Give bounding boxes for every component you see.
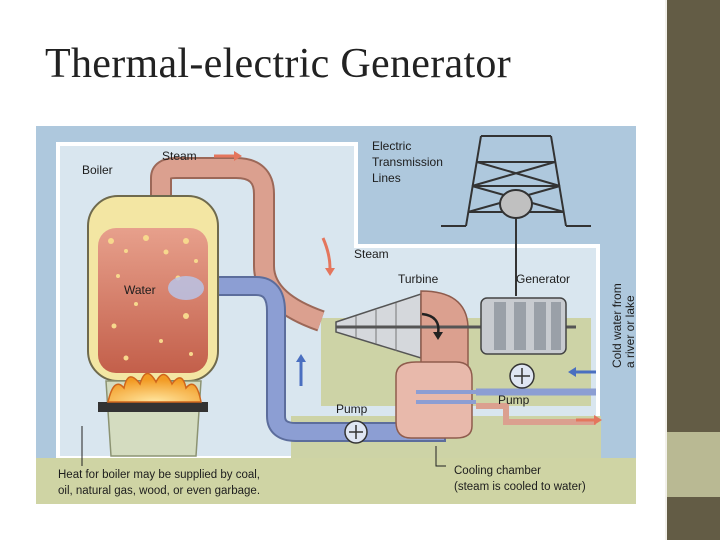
label-electric-line3: Lines: [372, 171, 401, 185]
cooling-chamber: [395, 361, 476, 439]
leader-lines: [81, 426, 446, 467]
label-pump-right: Pump: [498, 393, 530, 407]
transmission-tower: [441, 135, 591, 296]
side-accent-block: [667, 432, 720, 497]
turbine-rotation-arrow-icon: [421, 312, 443, 340]
warm-water-arrow-icon: [576, 415, 602, 425]
label-generator: Generator: [516, 272, 570, 286]
warm-water-outflow-pipe: [476, 403, 596, 425]
caption-band: [36, 458, 636, 504]
generator: [480, 297, 567, 355]
fire: [107, 372, 202, 403]
label-steam-top: Steam: [162, 149, 197, 163]
side-divider: [665, 0, 667, 540]
water-return-pipe: [196, 278, 444, 440]
label-boiler: Boiler: [82, 163, 113, 177]
cold-water-arrow-icon: [568, 367, 596, 377]
label-cooling-line1: Cooling chamber: [454, 465, 541, 477]
label-cooling-line2: (steam is cooled to water): [454, 481, 586, 493]
label-steam-mid: Steam: [354, 247, 389, 261]
pump-left: [344, 420, 368, 444]
label-electric-line1: Electric: [372, 139, 411, 153]
label-pump-left: Pump: [336, 402, 368, 416]
thermal-generator-diagram: Boiler Steam Electric Transmission Lines…: [36, 126, 636, 504]
label-heat-line2: oil, natural gas, wood, or even garbage.: [58, 485, 260, 497]
slide-title: Thermal-electric Generator: [45, 41, 512, 87]
label-heat-line1: Heat for boiler may be supplied by coal,: [58, 469, 260, 481]
label-turbine: Turbine: [398, 272, 439, 286]
label-cold-water-line1: Cold water from: [610, 283, 624, 368]
pump-right: [509, 363, 535, 389]
steam-arrow-down-icon: [321, 237, 335, 276]
label-water: Water: [124, 283, 156, 297]
label-electric-line2: Transmission: [372, 155, 443, 169]
water-arrow-up-icon: [296, 354, 306, 386]
steam-arrow-top-icon: [214, 151, 242, 161]
label-cold-water-line2: a river or lake: [623, 295, 636, 368]
turbine: [335, 290, 576, 369]
